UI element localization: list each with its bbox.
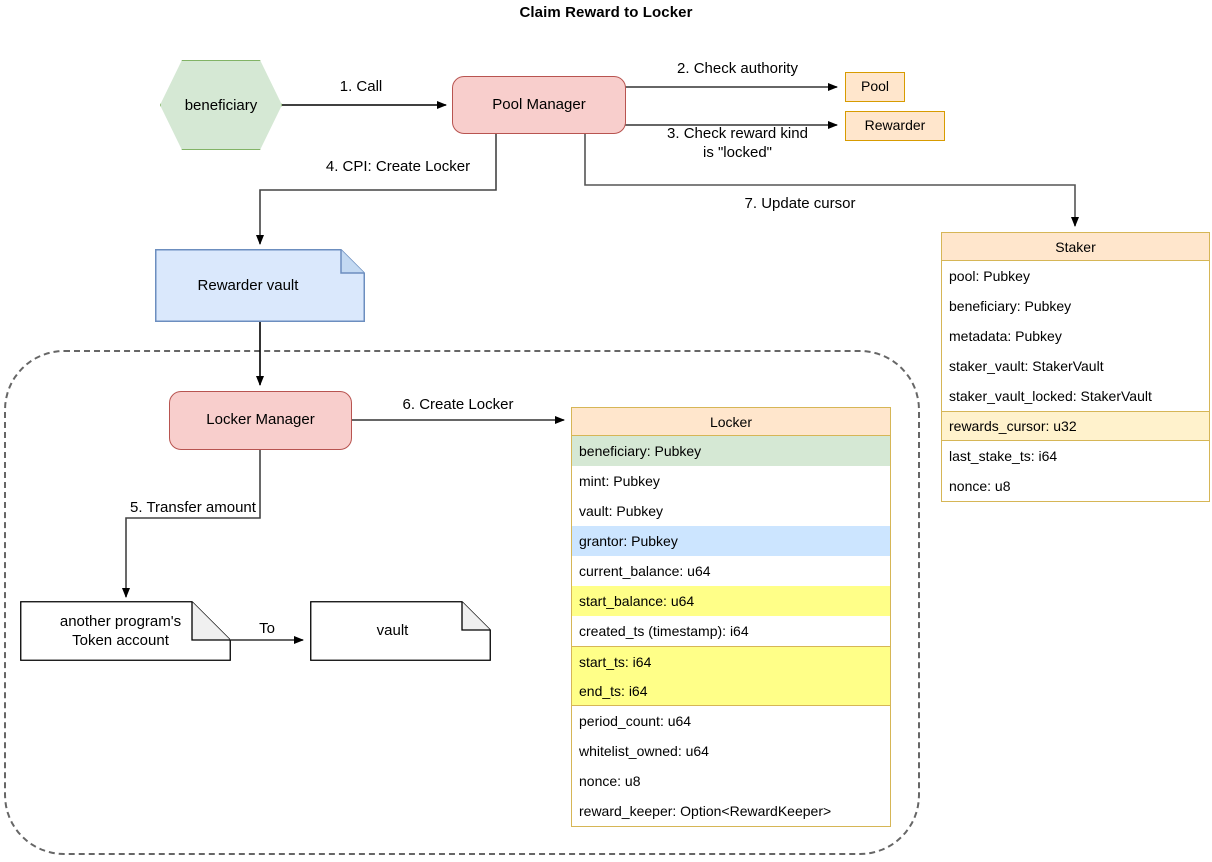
edge-label-2: 2. Check authority	[677, 60, 798, 77]
table-row: current_balance: u64	[572, 556, 890, 586]
node-pool-label: Pool	[860, 78, 890, 95]
node-rewarder[interactable]: Rewarder	[845, 111, 945, 141]
node-beneficiary-label: beneficiary	[184, 96, 258, 114]
edge-7-update-cursor	[584, 134, 1079, 227]
edge-label-3: 3. Check reward kind is "locked"	[667, 125, 808, 161]
edge-label-4: 4. CPI: Create Locker	[325, 158, 471, 175]
table-row: nonce: u8	[942, 471, 1209, 501]
edge-label-7: 7. Update cursor	[744, 195, 856, 212]
table-row: vault: Pubkey	[572, 496, 890, 526]
node-locker-manager-label: Locker Manager	[206, 411, 315, 429]
table-row: beneficiary: Pubkey	[572, 436, 890, 466]
program-group-boundary	[4, 350, 920, 855]
table-row: whitelist_owned: u64	[572, 736, 890, 766]
table-row: metadata: Pubkey	[942, 321, 1209, 351]
node-pool-manager[interactable]: Pool Manager	[452, 76, 626, 134]
edge-label-1: 1. Call	[339, 78, 383, 95]
note-shape	[20, 601, 231, 661]
node-token-account[interactable]: another program's Token account	[20, 601, 231, 661]
note-shape	[155, 249, 365, 322]
table-row: start_balance: u64	[572, 586, 890, 616]
node-rewarder-vault[interactable]: Rewarder vault	[155, 249, 365, 322]
table-row: beneficiary: Pubkey	[942, 291, 1209, 321]
table-row: rewards_cursor: u32	[942, 411, 1209, 441]
table-row: period_count: u64	[572, 706, 890, 736]
table-row: grantor: Pubkey	[572, 526, 890, 556]
table-locker[interactable]: Locker beneficiary: Pubkey mint: Pubkey …	[571, 407, 891, 827]
table-staker[interactable]: Staker pool: Pubkey beneficiary: Pubkey …	[941, 232, 1210, 502]
table-row: start_ts: i64	[572, 646, 890, 676]
edge-label-5: 5. Transfer amount	[130, 499, 256, 516]
edge-label-6: 6. Create Locker	[402, 396, 514, 413]
node-rewarder-label: Rewarder	[864, 117, 926, 134]
edge-label-to: To	[259, 620, 275, 637]
table-row: mint: Pubkey	[572, 466, 890, 496]
table-row: pool: Pubkey	[942, 261, 1209, 291]
table-locker-title: Locker	[572, 408, 890, 436]
node-vault[interactable]: vault	[310, 601, 491, 661]
node-locker-manager[interactable]: Locker Manager	[169, 391, 352, 450]
table-row: last_stake_ts: i64	[942, 441, 1209, 471]
node-beneficiary[interactable]: beneficiary	[160, 60, 282, 150]
table-row: end_ts: i64	[572, 676, 890, 706]
edge-5-transfer-amount	[122, 450, 261, 598]
table-row: created_ts (timestamp): i64	[572, 616, 890, 646]
hexagon-shape	[160, 60, 282, 150]
table-row: staker_vault_locked: StakerVault	[942, 381, 1209, 411]
node-pool[interactable]: Pool	[845, 72, 905, 102]
table-staker-title: Staker	[942, 233, 1209, 261]
page-title: Claim Reward to Locker	[519, 4, 693, 21]
table-row: reward_keeper: Option<RewardKeeper>	[572, 796, 890, 826]
note-shape	[310, 601, 491, 661]
table-row: staker_vault: StakerVault	[942, 351, 1209, 381]
table-row: nonce: u8	[572, 766, 890, 796]
edge-4-cpi-create-locker	[256, 134, 497, 245]
node-pool-manager-label: Pool Manager	[492, 95, 586, 113]
